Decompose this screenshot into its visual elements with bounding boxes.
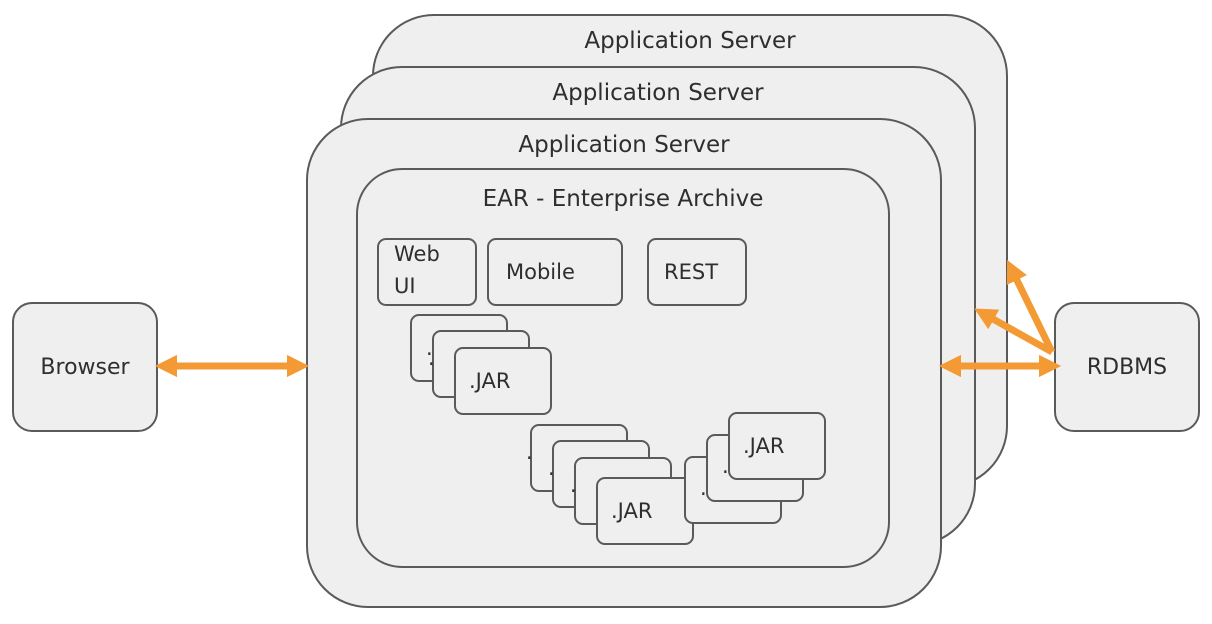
browser-box: Browser	[12, 302, 158, 432]
module-web-ui-label-line1: Web	[394, 242, 440, 266]
jar-ellipsis: .	[700, 476, 707, 500]
ear-title: EAR - Enterprise Archive	[482, 186, 764, 212]
jar-ellipsis: .	[548, 456, 555, 480]
browser-label: Browser	[40, 354, 130, 380]
jar-ellipsis: .	[722, 454, 729, 478]
module-web-ui-label-line2: UI	[394, 274, 416, 298]
jar-label: .JAR	[611, 499, 653, 523]
application-server-title: Application Server	[584, 28, 796, 54]
module-mobile: Mobile	[487, 238, 623, 306]
jar-ellipsis: .	[426, 336, 433, 360]
jar-stack1-front: .JAR	[454, 347, 552, 415]
module-rest-label: REST	[664, 260, 719, 284]
rdbms-box: RDBMS	[1054, 302, 1200, 432]
jar-ellipsis: .	[570, 473, 577, 497]
module-web-ui: Web UI	[377, 238, 477, 306]
rdbms-label: RDBMS	[1086, 354, 1168, 380]
jar-ellipsis: .	[526, 440, 533, 464]
application-server-title: Application Server	[552, 80, 764, 106]
module-rest: REST	[647, 238, 747, 306]
module-mobile-label: Mobile	[506, 260, 575, 284]
arrow-rdbms-back-server	[1006, 259, 1056, 354]
application-server-title: Application Server	[518, 132, 730, 158]
jar-stack2-front: .JAR	[596, 477, 694, 545]
jar-ellipsis: .	[428, 346, 435, 370]
jar-label: .JAR	[743, 434, 785, 458]
jar-stack3-front: .JAR	[728, 412, 826, 480]
jar-label: .JAR	[469, 369, 511, 393]
